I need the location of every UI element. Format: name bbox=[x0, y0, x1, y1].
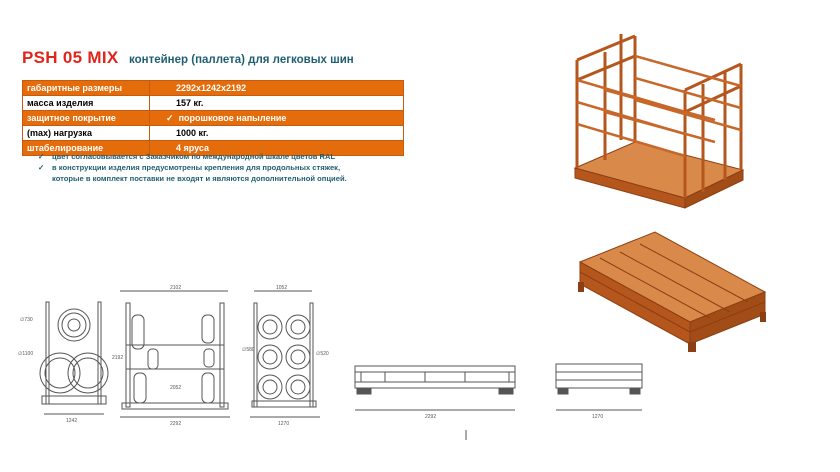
dim-label: 2192 bbox=[112, 355, 123, 361]
spec-row: масса изделия 157 кг. bbox=[22, 95, 404, 111]
dim-label: 1052 bbox=[276, 285, 287, 291]
dim-label: 1270 bbox=[278, 421, 289, 427]
product-subtitle: контейнер (паллета) для легковых шин bbox=[129, 54, 354, 66]
spec-label: штабелирование bbox=[22, 140, 150, 156]
spec-row: штабелирование 4 яруса bbox=[22, 140, 404, 156]
front-view-drawing: 2102 2192 2052 2292 bbox=[112, 285, 230, 427]
dim-label: 2102 bbox=[170, 285, 181, 291]
spec-value: 1000 кг. bbox=[149, 125, 404, 141]
dim-label: 2292 bbox=[170, 421, 181, 427]
spec-value-text: 2292x1242x2192 bbox=[176, 82, 247, 93]
note-item: которые в комплект поставки не входят и … bbox=[38, 173, 418, 184]
product-title: PSH 05 MIX контейнер (паллета) для легко… bbox=[22, 48, 354, 68]
dim-label: 1270 bbox=[592, 414, 603, 420]
spec-label: масса изделия bbox=[22, 95, 150, 111]
note-item: ✓ в конструкции изделия предусмотрены кр… bbox=[38, 162, 418, 173]
note-text: в конструкции изделия предусмотрены креп… bbox=[52, 163, 341, 172]
note-text: цвет согласовывается с Заказчиком по меж… bbox=[52, 152, 336, 161]
check-icon: ✓ bbox=[38, 152, 45, 161]
spec-row: габаритные размеры 2292x1242x2192 bbox=[22, 80, 404, 96]
dim-label: ∅1100 bbox=[18, 351, 33, 357]
note-text: которые в комплект поставки не входят и … bbox=[52, 174, 347, 183]
spec-value-text: 1000 кг. bbox=[176, 127, 209, 138]
dim-label: 2292 bbox=[425, 414, 436, 420]
check-icon: ✓ bbox=[38, 163, 45, 172]
spec-table: габаритные размеры 2292x1242x2192 масса … bbox=[22, 80, 404, 156]
rack-3d-render bbox=[573, 34, 745, 209]
spec-value: ✓ порошковое напыление bbox=[149, 110, 404, 126]
spec-value-text: порошковое напыление bbox=[178, 112, 287, 123]
folded-side-drawing: 2292 bbox=[354, 365, 516, 440]
notes: ✓ цвет согласовывается с Заказчиком по м… bbox=[38, 151, 418, 184]
dim-label: ∅730 bbox=[20, 317, 33, 323]
check-icon: ✓ bbox=[166, 112, 174, 123]
dim-label: ∅520 bbox=[316, 351, 329, 357]
spec-label: габаритные размеры bbox=[22, 80, 150, 96]
spec-row: защитное покрытие ✓ порошковое напыление bbox=[22, 110, 404, 126]
spec-label: защитное покрытие bbox=[22, 110, 150, 126]
dim-label: ∅580 bbox=[242, 347, 255, 353]
spec-value: 4 яруса bbox=[149, 140, 404, 156]
note-item: ✓ цвет согласовывается с Заказчиком по м… bbox=[38, 151, 418, 162]
dim-label: 1242 bbox=[66, 418, 77, 424]
spec-row: (max) нагрузка 1000 кг. bbox=[22, 125, 404, 141]
side-view-drawing: ∅730 ∅1100 1242 bbox=[18, 301, 109, 424]
end-view-drawing: ∅580 1052 ∅520 1270 bbox=[242, 285, 329, 427]
folded-end-drawing: 1270 bbox=[555, 363, 643, 420]
spec-value: 157 кг. bbox=[149, 95, 404, 111]
spec-label: (max) нагрузка bbox=[22, 125, 150, 141]
product-code: PSH 05 MIX bbox=[22, 48, 119, 67]
folded-3d-render bbox=[578, 231, 767, 352]
spec-value: 2292x1242x2192 bbox=[149, 80, 404, 96]
spec-value-text: 4 яруса bbox=[176, 142, 210, 153]
spec-value-text: 157 кг. bbox=[176, 97, 204, 108]
dim-label: 2052 bbox=[170, 385, 181, 391]
